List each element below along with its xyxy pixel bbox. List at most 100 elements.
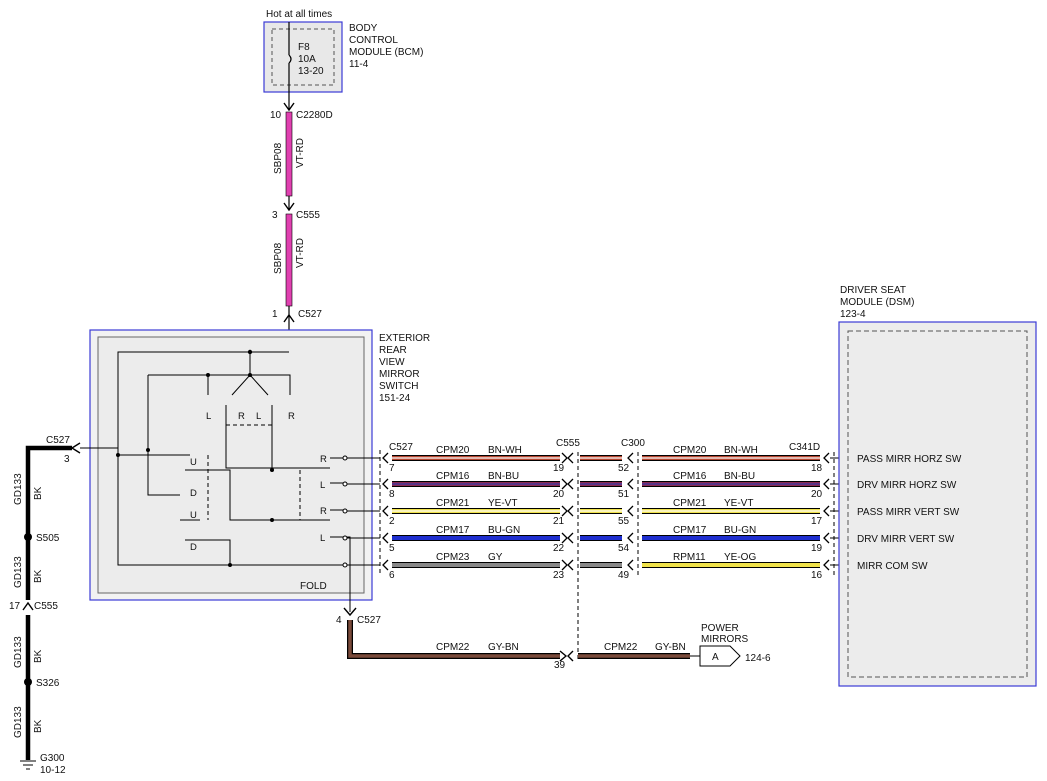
color-b-0: BN-WH [724,445,758,456]
switch-name-3: VIEW [379,357,405,368]
ground-conn-c555: C555 [34,601,58,612]
switch-name-4: MIRROR [379,369,420,380]
wire-bk-1 [25,445,72,600]
header-c527: C527 [389,442,413,453]
bcm-inner-dashed [271,28,335,86]
ground-color-4: BK [33,719,44,733]
c300-chevron-1 [627,478,634,490]
c300-chevron-4 [627,559,634,571]
switch-name-1: EXTERIOR [379,333,430,344]
mirror-switch-inner [97,336,365,594]
circuit-a-3: CPM17 [436,525,470,536]
c555-pin-2: 21 [553,516,565,527]
c527-pin-4: 6 [389,570,395,581]
c555-chevron-a-4 [561,559,568,571]
switch-terminal-4 [342,562,348,568]
c555-chevron-a-1 [561,478,568,490]
switch-terminal-3 [342,535,348,541]
pm-color-a: GY-BN [488,642,519,653]
ground-color-1: BK [33,486,44,500]
color-a-0: BN-WH [488,445,522,456]
contact-lout2: L [320,533,325,544]
c527-chevron-4 [382,559,389,571]
circuit-b-3: CPM17 [673,525,707,536]
connector-dividers [379,450,835,660]
c300-pin-0: 52 [618,463,630,474]
dsm-name-1: DRIVER SEAT [840,285,906,296]
color-b-2: YE-VT [724,498,753,509]
dsm-pin-4: 16 [811,570,823,581]
fuse-ref: 13-20 [298,66,324,77]
fold-label: FOLD [300,581,327,592]
wire-color-a: VT-RD [295,138,306,168]
fuse-icon [288,54,292,64]
color-a-1: BN-BU [488,471,519,482]
contact-lout1: L [320,480,325,491]
c527-pin-3: 5 [389,543,395,554]
bcm-ref: 11-4 [349,59,369,70]
ground-ref: 10-12 [40,765,66,776]
c300-pin-2: 55 [618,516,630,527]
circuit-a-4: CPM23 [436,552,470,563]
pm-circuit-b: CPM22 [604,642,638,653]
switch-ref: 151-24 [379,393,411,404]
dsm-inner-dashed [847,330,1028,678]
c300-pin-1: 51 [618,489,630,500]
pm-pin-39: 39 [554,660,566,671]
contact-l1: L [206,411,211,422]
contact-rout2: R [320,506,327,517]
dsm-label-1: DRV MIRR HORZ SW [857,480,957,491]
circuit-a-0: CPM20 [436,445,470,456]
wire-gy-bn [348,620,560,658]
fuse-rating: 10A [298,54,316,65]
circuit-b-1: CPM16 [673,471,707,482]
contact-d1: D [190,488,197,499]
c555-pin-4: 23 [553,570,565,581]
switch-junction-dots [116,349,274,567]
pm-circuit-a: CPM22 [436,642,470,653]
c341d-chevron-0 [823,452,830,464]
c527-chevron-2 [382,505,389,517]
dsm-ref: 123-4 [840,309,866,320]
offpage-flag-icon [699,645,741,667]
switch-name-2: REAR [379,345,407,356]
dsm-label-0: PASS MIRR HORZ SW [857,454,962,465]
connector-c555-pm-icon [559,650,568,662]
c341d-chevron-2 [823,505,830,517]
dsm-name-2: MODULE (DSM) [840,297,914,308]
wire-circuit-b: SBP08 [273,242,284,274]
circuit-b-4: RPM11 [673,552,706,563]
wire-vt-rd-2 [285,213,293,307]
wire-vt-rd-1 [285,111,293,197]
c555-chevron-b-4 [567,559,574,571]
contact-d2: D [190,542,197,553]
color-a-3: BU-GN [488,525,520,536]
c300-chevron-3 [627,532,634,544]
switch-terminal-2 [342,508,348,514]
ground-conn-c527: C527 [46,435,70,446]
wire-color-b: VT-RD [295,238,306,268]
header-c300: C300 [621,438,645,449]
ground-pin-3: 3 [64,454,70,465]
splice-s326-icon [24,678,32,686]
pm-ref: 124-6 [745,653,771,664]
c527-pin-1: 8 [389,489,395,500]
header-c555: C555 [556,438,580,449]
wire-circuit-a: SBP08 [273,142,284,174]
c555-chevron-b-3 [567,532,574,544]
pin-1: 1 [272,309,278,320]
contact-u2: U [190,510,197,521]
connector-c2280d-icon [283,102,295,112]
c555-chevron-b-2 [567,505,574,517]
c555-chevron-a-3 [561,532,568,544]
contact-rout1: R [320,454,327,465]
header-c341d: C341D [789,442,820,453]
ground-circuit-4: GD133 [13,706,24,738]
c527-chevron-0 [382,452,389,464]
ground-circuit-1: GD133 [13,473,24,505]
c300-chevron-0 [627,452,634,464]
bcm-name-1: BODY [349,23,378,34]
color-a-4: GY [488,552,503,563]
c300-chevron-2 [627,505,634,517]
